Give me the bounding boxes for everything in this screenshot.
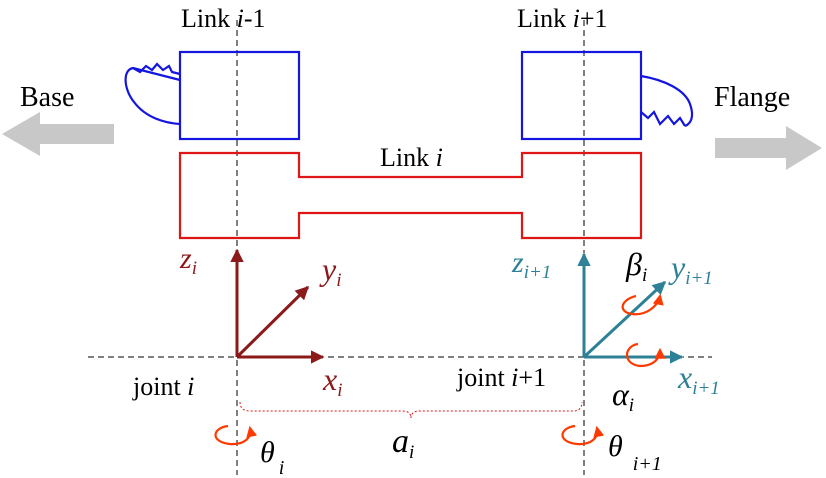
joint-i-label: joint i <box>132 372 194 401</box>
link-i-minus-1-shape <box>124 50 301 141</box>
link-i-minus-1-label: Link i-1 <box>181 4 266 33</box>
z-i-label: zi <box>179 242 197 279</box>
z-i-plus-1-label: zi+1 <box>511 246 551 283</box>
alpha-rotation-arrow <box>625 342 666 368</box>
link-i-plus-1-shape <box>520 50 694 141</box>
base-arrow <box>2 112 114 156</box>
theta-i-rotation-arrow <box>214 424 258 446</box>
link-i-shape <box>178 151 643 240</box>
theta-i-plus-1-label: θi+1 <box>608 430 662 475</box>
flange-label: Flange <box>714 82 790 113</box>
y-i-plus-1-label: yi+1 <box>668 249 713 289</box>
flange-arrow <box>715 126 822 170</box>
y-i-axis-arrow <box>235 285 310 359</box>
base-label: Base <box>20 82 74 113</box>
y-i-plus-1-axis-arrow <box>582 280 667 359</box>
joint-i-plus-1-label: joint i+1 <box>456 363 546 392</box>
beta-i-label: βi <box>625 246 647 286</box>
a-i-label: ai <box>392 423 414 463</box>
alpha-i-label: αi <box>612 376 634 416</box>
y-i-label: yi <box>319 251 341 291</box>
x-i-plus-1-label: xi+1 <box>677 359 720 399</box>
link-i-plus-1-label: Link i+1 <box>517 4 608 33</box>
beta-rotation-arrow <box>621 293 664 316</box>
a-i-brace <box>239 401 583 419</box>
theta-i-plus-1-rotation-arrow <box>561 424 605 446</box>
link-i-label: Link i <box>380 143 443 172</box>
x-i-label: xi <box>322 361 342 401</box>
